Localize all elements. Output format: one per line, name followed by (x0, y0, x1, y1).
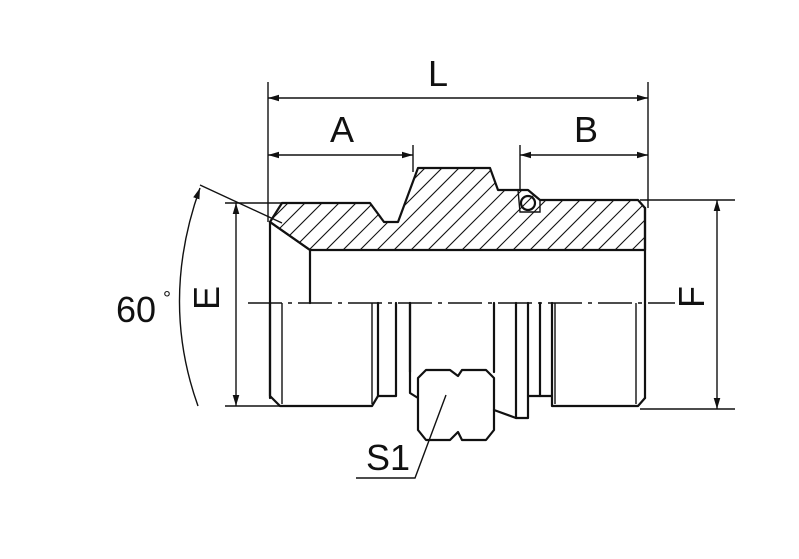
label-e: E (186, 286, 227, 310)
right-thread-outline (550, 301, 647, 408)
hatch-line (690, 160, 790, 260)
o-ring-groove (517, 189, 541, 213)
hatch-line (502, 168, 604, 250)
hatch-line (656, 160, 756, 260)
hatch-line (270, 168, 315, 250)
hatch-line (468, 168, 570, 250)
s1-leader (356, 394, 447, 479)
hatch-line (298, 168, 400, 250)
hatch-line (383, 168, 485, 250)
o-ring (519, 194, 537, 212)
angle-arc (178, 187, 201, 407)
hex-body (408, 301, 496, 442)
hatch-line (570, 168, 645, 250)
hatch-line (451, 168, 553, 250)
hatch-line (519, 168, 621, 250)
label-l: L (428, 53, 448, 94)
hatch-line (724, 160, 799, 260)
hatch-line (270, 168, 366, 250)
hatch-line (270, 168, 281, 250)
hatch-line (553, 168, 645, 250)
bore-cone (268, 220, 312, 305)
hatch-line (366, 168, 468, 250)
label-b: B (574, 109, 598, 150)
hatch-line (332, 168, 434, 250)
label-angle-unit: ° (163, 288, 171, 310)
hatch-line (349, 168, 451, 250)
left-thread-outline (268, 301, 380, 408)
hatch-line (587, 168, 645, 250)
hatch-line (281, 168, 383, 250)
hatch-line (673, 160, 773, 260)
hatch-line (400, 168, 502, 250)
hatch-line (315, 168, 417, 250)
label-angle: 60 (116, 289, 156, 330)
label-s1: S1 (366, 437, 410, 478)
hatch-line (621, 168, 645, 250)
angle-ext-line (199, 184, 283, 224)
hatch-line (485, 168, 587, 250)
hatch-line (417, 168, 519, 250)
hatch-line (707, 160, 799, 260)
left-undercut (376, 301, 398, 398)
hatch-line (741, 160, 799, 260)
hatch-line (604, 168, 645, 250)
hatch-line (758, 160, 799, 260)
hatch-line (270, 168, 298, 250)
label-a: A (330, 109, 354, 150)
hatch-line (638, 168, 645, 250)
collar (492, 301, 530, 420)
hatch-line (270, 168, 332, 250)
section-hatching (270, 160, 799, 260)
label-f: F (671, 286, 712, 308)
hatch-line (270, 168, 349, 250)
hatch-line (536, 168, 638, 250)
